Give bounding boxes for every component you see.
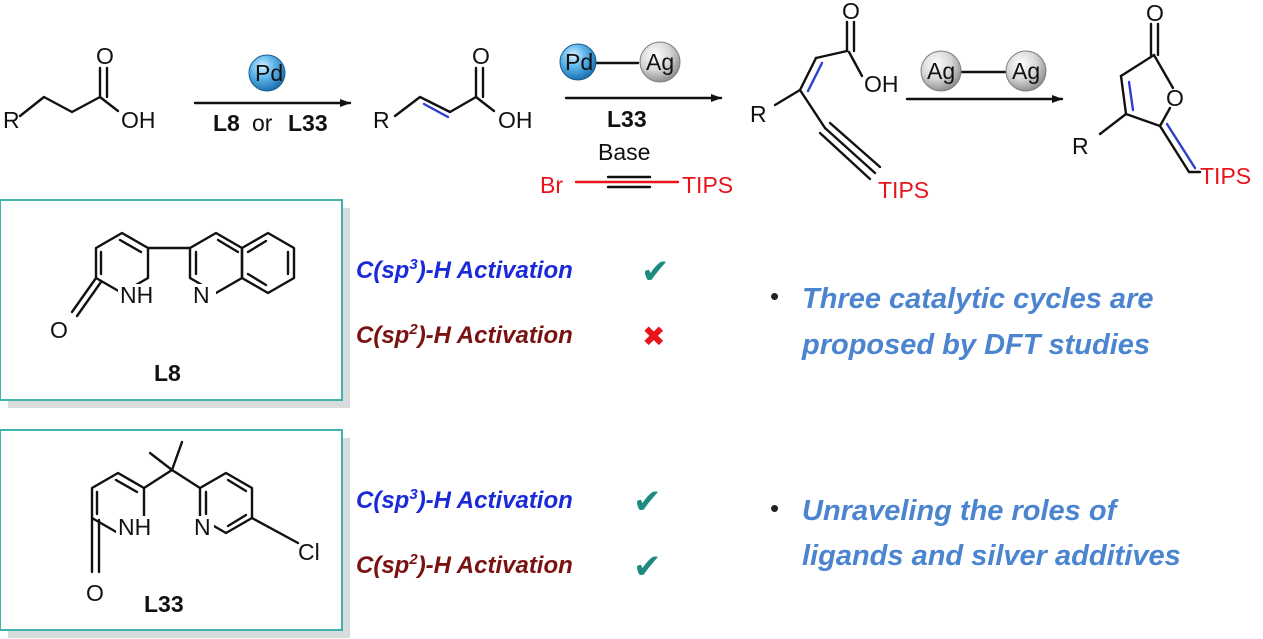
- sm-r-label: R: [3, 107, 20, 133]
- bullet-2-line-1: Unraveling the roles of: [802, 495, 1120, 527]
- prod-r-label: R: [1072, 133, 1089, 159]
- l8-nh-label: NH: [120, 282, 153, 308]
- l8-n-label: N: [193, 282, 210, 308]
- ag-sphere-icon: [1005, 50, 1047, 92]
- int2-o-label: O: [842, 0, 860, 24]
- ag-sphere-icon: [639, 41, 681, 83]
- l8-sp3-check-icon: ✔: [641, 253, 670, 291]
- prod-tips: TIPS: [1200, 163, 1251, 189]
- cond1-l33: L33: [288, 110, 328, 136]
- l8-name: L8: [154, 360, 181, 386]
- intermediate-enyne-acid: O OH R TIPS: [750, 0, 929, 203]
- arrow-3-conditions: Ag Ag: [905, 50, 1064, 103]
- int1-r-label: R: [373, 107, 390, 133]
- bullet-1-line-1: Three catalytic cycles are: [802, 283, 1153, 315]
- ligand-panel-l33: NH N O Cl L33 C(sp3)-H Activation ✔ C(sp…: [0, 429, 662, 638]
- bullet-2-line-2: ligands and silver additives: [802, 540, 1181, 572]
- int1-oh-label: OH: [498, 107, 533, 133]
- prod-o-ring: O: [1166, 85, 1184, 111]
- arrow-2-conditions: Pd Ag L33 Base Br TIPS: [540, 41, 733, 198]
- panel-box: [0, 199, 343, 401]
- l33-sp3-check-icon: ✔: [633, 483, 662, 521]
- l33-sp2-text: C(sp2)-H Activation: [356, 551, 573, 579]
- int2-r-label: R: [750, 101, 767, 127]
- l8-sp2-cross-icon: ✖: [642, 321, 665, 352]
- bullet-1-line-2: proposed by DFT studies: [801, 329, 1150, 361]
- pd-sphere-icon: [248, 54, 286, 92]
- ligand-panel-l8: NH N O L8 C(sp3)-H Activation ✔ C(sp2)-H…: [0, 199, 670, 408]
- l33-n-label: N: [194, 514, 211, 540]
- l33-o-label: O: [86, 580, 104, 606]
- l33-sp2-check-icon: ✔: [633, 548, 662, 586]
- cond2-base: Base: [598, 139, 650, 165]
- ag3a-label: Ag: [927, 58, 955, 84]
- arrow-1-conditions: Pd L8 or L33: [193, 54, 352, 136]
- l33-name: L33: [144, 591, 184, 617]
- l8-sp2-text: C(sp2)-H Activation: [356, 321, 573, 349]
- cond1-or: or: [252, 110, 273, 136]
- sm-o-label: O: [96, 43, 114, 69]
- ag-label: Ag: [646, 49, 674, 75]
- l8-sp3-text: C(sp3)-H Activation: [356, 256, 573, 284]
- product-butenolide: O O R TIPS: [1072, 0, 1251, 189]
- panel-box: [0, 429, 343, 631]
- reaction-scheme: R O OH Pd L8 or L33 R O OH Pd: [3, 0, 1251, 203]
- ag-sphere-icon: [920, 50, 962, 92]
- pd-label: Pd: [255, 60, 283, 86]
- cond2-br: Br: [540, 172, 563, 198]
- pd2-label: Pd: [565, 49, 593, 75]
- cond2-l33: L33: [607, 106, 647, 132]
- bullet-mark: •: [770, 493, 779, 523]
- prod-o-top: O: [1146, 0, 1164, 26]
- l8-o-label: O: [50, 317, 68, 343]
- cond1-l8: L8: [213, 110, 240, 136]
- pd-sphere-icon: [559, 43, 597, 81]
- intermediate-acrylic-acid: R O OH: [373, 43, 533, 133]
- ag3b-label: Ag: [1012, 58, 1040, 84]
- int2-tips: TIPS: [878, 177, 929, 203]
- bullet-mark: •: [770, 281, 779, 311]
- int2-oh-label: OH: [864, 71, 899, 97]
- starting-material: R O OH: [3, 43, 156, 133]
- l33-nh-label: NH: [118, 514, 151, 540]
- bullet-list: • Three catalytic cycles are proposed by…: [770, 281, 1181, 572]
- int1-o-label: O: [472, 43, 490, 69]
- sm-oh-label: OH: [121, 107, 156, 133]
- cond2-tips: TIPS: [682, 172, 733, 198]
- l33-cl-label: Cl: [298, 539, 320, 565]
- l33-sp3-text: C(sp3)-H Activation: [356, 486, 573, 514]
